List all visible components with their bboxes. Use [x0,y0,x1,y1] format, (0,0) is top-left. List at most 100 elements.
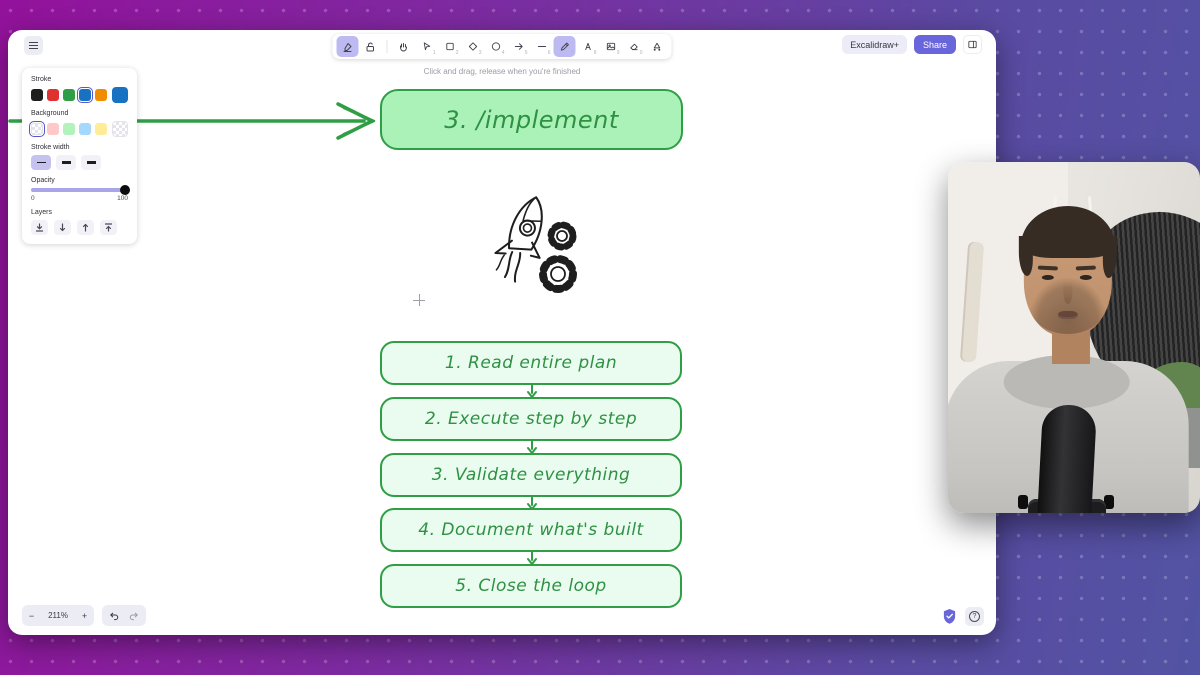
step-box-1[interactable]: 1. Read entire plan [380,341,682,385]
share-button[interactable]: Share [913,35,956,54]
crosshair-cursor [413,294,425,306]
hair [1018,206,1117,278]
tool-draw[interactable]: 7 [553,36,576,57]
footer-right: ? [942,607,984,626]
canvas[interactable]: 3. /implement [8,30,996,635]
step-box-2[interactable]: 2. Execute step by step [380,397,682,441]
tool-image[interactable]: 9 [600,36,622,57]
stroke-active-color[interactable] [112,87,128,103]
shortcut-label: 1 [432,50,436,56]
pen-underline-icon [343,42,352,52]
arrow-right-icon [514,43,523,50]
zoom-in-button[interactable]: + [81,610,88,621]
shortcut-label: 4 [501,50,505,56]
tool-eraser[interactable]: 0 [623,36,645,57]
shapes-icon [653,42,660,51]
stroke-color-black[interactable] [31,89,43,101]
background-color-transparent[interactable] [28,120,46,138]
pencil-icon [560,42,569,51]
history-controls [102,605,146,626]
tool-line[interactable]: 6 [531,36,553,57]
shortcut-label: 8 [593,50,597,56]
tool-lock[interactable] [360,36,382,57]
tool-ellipse[interactable]: 4 [485,36,507,57]
step-box-4[interactable]: 4. Document what's built [380,508,682,552]
redo-button[interactable] [124,605,143,626]
background-section-label: Background [31,110,69,117]
library-sidebar-icon [968,40,977,49]
stroke-color-orange[interactable] [95,89,107,101]
square-icon [445,42,454,51]
send-to-back-icon [35,223,44,232]
background-color-pink[interactable] [47,123,59,135]
main-menu-button[interactable] [24,36,43,55]
shortcut-label: 7 [570,50,574,56]
microphone [1036,403,1098,513]
letter-a-icon [584,42,591,51]
opacity-scale: 0 100 [31,195,128,202]
stroke-width-thin-button[interactable] [31,155,51,170]
background-color-blue[interactable] [79,123,91,135]
tool-text[interactable]: 8 [577,36,599,57]
bring-to-front-button[interactable] [100,220,117,235]
step-box-3[interactable]: 3. Validate everything [380,453,682,497]
properties-panel: Stroke Background Stroke width [22,68,137,244]
hand-icon [400,42,407,51]
tool-pen-mode[interactable] [336,36,359,57]
tool-hint: Click and drag, release when you're fini… [423,67,581,76]
stroke-color-red[interactable] [47,89,59,101]
nose [1063,282,1073,304]
shortcut-label: 3 [478,50,482,56]
undo-button[interactable] [105,605,124,626]
redo-icon [129,612,138,621]
diamond-icon [468,42,477,51]
hamburger-icon [29,42,38,49]
tool-rectangle[interactable]: 2 [439,36,461,57]
opacity-slider-knob[interactable] [120,185,130,195]
zoom-level[interactable]: 211% [48,611,68,620]
bring-to-front-icon [104,223,113,232]
excalidraw-plus-label: Excalidraw+ [850,39,899,50]
stroke-width-options [31,155,128,170]
layers-actions [31,220,128,235]
stroke-width-bold-button[interactable] [56,155,76,170]
tool-more-shapes[interactable] [646,36,668,57]
opacity-slider[interactable] [31,185,130,195]
stroke-width-extra-bold-button[interactable] [81,155,101,170]
diagram-title-box[interactable]: 3. /implement [380,89,683,150]
eye [1079,275,1092,280]
step-label: 5. Close the loop [455,576,607,596]
tool-selection[interactable]: 1 [416,36,438,57]
image-icon [606,42,615,51]
library-button[interactable] [963,35,982,54]
opacity-min-label: 0 [31,195,35,202]
bring-forward-icon [82,223,89,232]
send-backward-icon [59,223,66,232]
rocket-gears-sketch[interactable] [486,188,592,306]
step-box-5[interactable]: 5. Close the loop [380,564,682,608]
stroke-color-green[interactable] [63,89,75,101]
microphone-knob [1104,495,1114,509]
zoom-out-button[interactable]: − [28,610,35,621]
mouth [1057,311,1078,319]
stroke-width-section-label: Stroke width [31,144,70,151]
background-active-color[interactable] [112,121,128,137]
zoom-controls: − 211% + [22,605,94,626]
tool-arrow[interactable]: 5 [508,36,530,57]
shortcut-label: 0 [639,50,643,56]
excalidraw-plus-button[interactable]: Excalidraw+ [842,35,907,54]
eraser-icon [629,43,638,51]
stroke-color-blue[interactable] [76,86,94,104]
layers-section-label: Layers [31,209,53,216]
shortcut-label: 2 [455,50,459,56]
tool-diamond[interactable]: 3 [462,36,484,57]
help-button[interactable]: ? [965,607,984,626]
tool-hand[interactable] [393,36,415,57]
background-color-green[interactable] [63,123,75,135]
bring-forward-button[interactable] [77,220,94,235]
encryption-shield-icon [943,609,956,624]
send-to-back-button[interactable] [31,220,48,235]
line-icon [537,46,546,47]
send-backward-button[interactable] [54,220,71,235]
background-color-yellow[interactable] [95,123,107,135]
